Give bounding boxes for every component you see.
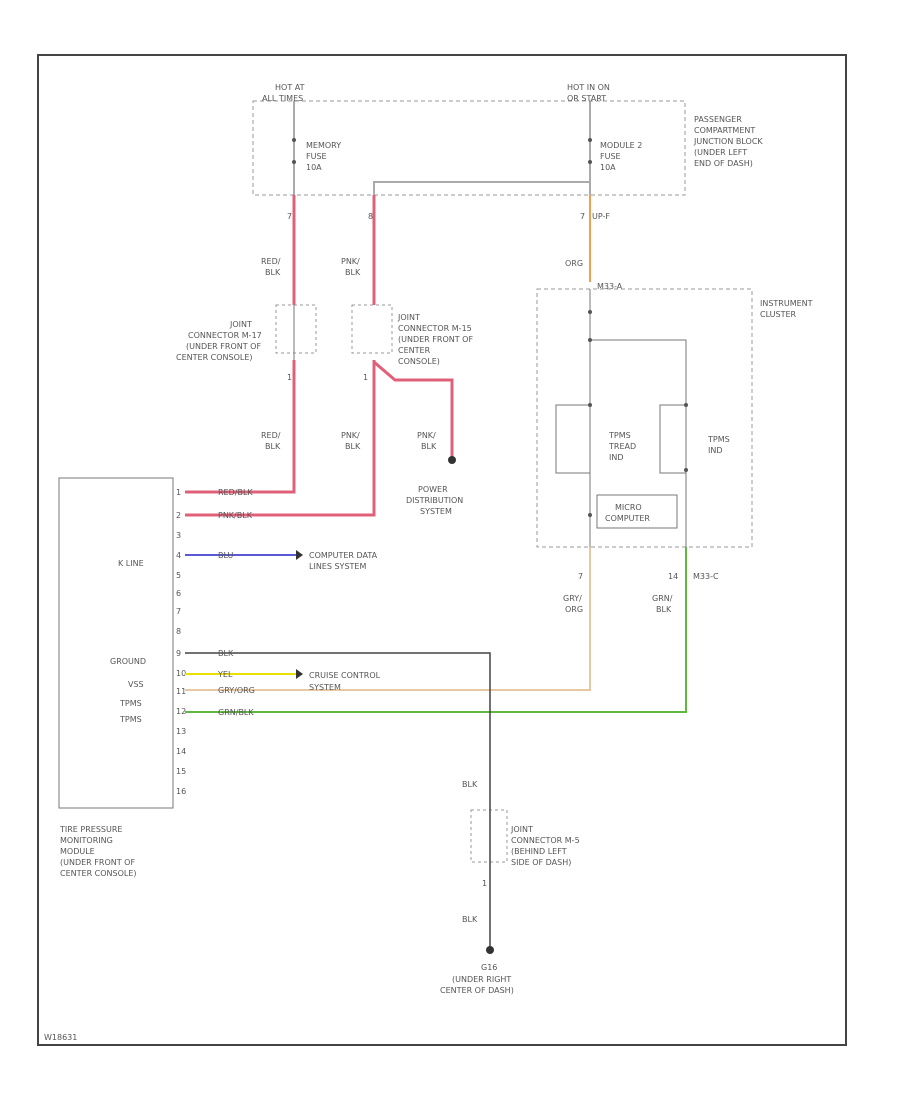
ground-location: (UNDER RIGHT CENTER OF DASH): [440, 975, 514, 995]
module-pin: 15: [176, 767, 186, 776]
module-pin: 8: [176, 627, 181, 636]
tpms-tread-indicator-label: TPMS TREAD IND: [608, 431, 639, 462]
gry-org-wire: [185, 547, 591, 691]
micro-computer-label: MICRO COMPUTER: [605, 503, 650, 523]
joint-connector-m15-label: JOINT CONNECTOR M-15 (UNDER FRONT OF CEN…: [397, 313, 476, 366]
module-pin: 5: [176, 571, 181, 580]
cluster-connector-m33-a: M33-A: [597, 282, 623, 291]
instrument-cluster-outline: [536, 288, 753, 548]
tpms-module-box: [58, 477, 174, 809]
wire-tag-blu: BLU: [218, 551, 234, 560]
junction-internal-wire: [373, 181, 590, 195]
red-blk-label-lower: RED/BLK: [261, 431, 281, 451]
cluster-pin-14: 14: [668, 572, 678, 581]
wire-tag-blk: BLK: [218, 649, 234, 658]
m15-pin-1: 1: [363, 373, 368, 382]
pin-label-tpms-1: TPMS: [119, 699, 142, 708]
power-distribution-label: POWER DISTRIBUTION SYSTEM: [406, 485, 466, 516]
pnk-blk-wire-lower: [185, 360, 376, 517]
wire-tag-grn-blk: GRN/BLK: [218, 708, 254, 717]
cruise-control-label: CRUISE CONTROL SYSTEM: [309, 671, 383, 692]
blk-wire-label-lower: BLK: [462, 915, 478, 924]
tpms-module-label: TIRE PRESSURE MONITORING MODULE (UNDER F…: [59, 825, 138, 878]
computer-data-label: COMPUTER DATA LINES SYSTEM: [309, 551, 380, 571]
pin-label-tpms-2: TPMS: [119, 715, 142, 724]
jb-pin-8: 8: [368, 212, 373, 221]
grn-blk-wire: [185, 547, 687, 713]
module-pin: 2: [176, 511, 181, 520]
pnk-blk-label-lower: PNK/BLK: [341, 431, 361, 451]
joint-connector-m15: [351, 304, 393, 354]
power-distribution-terminal: [448, 456, 456, 464]
module-pin: 1: [176, 488, 181, 497]
module-pin: 7: [176, 607, 181, 616]
wire-tag-yel: YEL: [217, 670, 233, 679]
red-blk-label-upper: RED/BLK: [261, 257, 281, 277]
cluster-internal-wiring: [555, 289, 687, 547]
module-pin: 16: [176, 787, 186, 796]
pnk-blk-label-upper: PNK/BLK: [341, 257, 361, 277]
pnk-blk-branch-wire: [373, 360, 454, 458]
diagram-id: W18631: [44, 1033, 77, 1042]
diagram-frame: [37, 54, 847, 1046]
cluster-node: [588, 310, 592, 314]
left-source-label: HOT AT ALL TIMES: [262, 83, 307, 103]
wire-tag-gry-org: GRY/ORG: [218, 686, 255, 695]
m17-pin-1: 1: [287, 373, 292, 382]
cluster-node: [588, 338, 592, 342]
cluster-connector-m33-c: M33-C: [693, 572, 719, 581]
joint-connector-m5-label: JOINT CONNECTOR M-5 (BEHIND LEFT SIDE OF…: [510, 825, 582, 867]
m5-pin-1: 1: [482, 879, 487, 888]
cluster-node: [588, 513, 592, 517]
cruise-control-arrow: [296, 669, 303, 679]
module-pin: 6: [176, 589, 181, 598]
pin-label-ground: GROUND: [110, 657, 146, 666]
computer-data-arrow: [296, 550, 303, 560]
ground-name: G16: [481, 963, 497, 972]
org-wire-label: ORG: [565, 259, 583, 268]
joint-connector-m5: [470, 809, 508, 863]
jb-pin-7-left: 7: [287, 212, 292, 221]
cluster-node: [588, 403, 592, 407]
module-pin: 3: [176, 531, 181, 540]
red-blk-wire-lower: [185, 360, 296, 494]
cluster-pin-7: 7: [578, 572, 583, 581]
cluster-node: [684, 468, 688, 472]
instrument-cluster-label: INSTRUMENT CLUSTER: [760, 299, 815, 319]
ground-terminal-icon: [486, 946, 494, 954]
right-source-label: HOT IN ON OR START: [567, 83, 612, 103]
cluster-node: [684, 403, 688, 407]
junction-block-label: PASSENGER COMPARTMENT JUNCTION BLOCK (UN…: [693, 115, 765, 168]
module-pin: 10: [176, 669, 186, 678]
wire-tag-red-blk: RED/BLK: [218, 488, 253, 497]
joint-connector-m17: [275, 304, 317, 360]
blk-ground-wire: [185, 652, 491, 808]
module-pin: 14: [176, 747, 186, 756]
jb-connector-up-f: UP-F: [592, 212, 610, 221]
module-pin-numbers: 1 2 3 4 5 6 7 8 9 10 11 12 13 14 15 16: [176, 488, 186, 796]
module-pin: 12: [176, 707, 186, 716]
module-pin: 13: [176, 727, 186, 736]
pin-label-vss: VSS: [128, 680, 144, 689]
junction-block-outline: [252, 100, 686, 196]
module-pin: 9: [176, 649, 181, 658]
wire-tag-pnk-blk: PNK/BLK: [218, 511, 253, 520]
tpms-indicator-label: TPMS IND: [707, 435, 732, 455]
blk-wire-label-upper: BLK: [462, 780, 478, 789]
module-pin: 11: [176, 687, 186, 696]
pin-label-k-line: K LINE: [118, 559, 144, 568]
joint-connector-m17-label: JOINT CONNECTOR M-17 (UNDER FRONT OF CEN…: [176, 320, 264, 362]
pnk-blk-label-branch: PNK/BLK: [417, 431, 437, 451]
gry-org-wire-label: GRY/ORG: [563, 594, 583, 614]
jb-pin-7-right: 7: [580, 212, 585, 221]
module-pin: 4: [176, 551, 181, 560]
grn-blk-wire-label: GRN/BLK: [652, 594, 673, 614]
